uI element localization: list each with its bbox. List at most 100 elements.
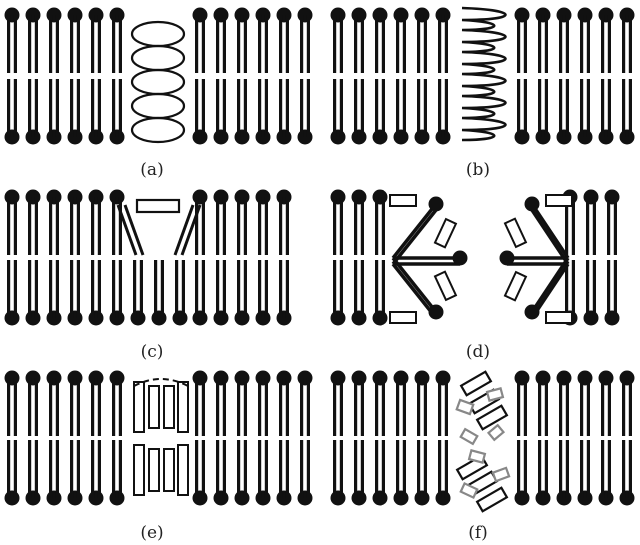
lipid-head — [192, 189, 208, 205]
lipid-tail — [97, 260, 101, 318]
helix-turn — [130, 116, 186, 144]
lipid-tail — [417, 79, 421, 137]
barrel-rim — [133, 378, 189, 387]
peptide-rect — [491, 466, 511, 483]
lipid-tail — [333, 197, 337, 255]
lipid-head — [393, 129, 409, 145]
lipid-head — [598, 129, 614, 145]
lipid-tail — [76, 378, 80, 436]
lipid-tail — [417, 378, 421, 436]
lipid-tail — [628, 79, 632, 137]
lipid-tail — [517, 378, 521, 436]
lipid — [514, 370, 530, 506]
lipid-tail — [201, 378, 205, 436]
lipid-head — [276, 370, 292, 386]
lipid — [351, 189, 367, 326]
lipid-head — [524, 304, 540, 320]
lipid-tail — [279, 79, 283, 137]
lipid-tail — [201, 440, 205, 498]
lipid-tail — [195, 378, 199, 436]
lipid-head — [151, 310, 167, 326]
tilted-lipid — [123, 204, 145, 256]
lipid-head — [192, 129, 208, 145]
lipid-tail — [402, 79, 406, 137]
toroid-lipid — [530, 257, 570, 313]
lipid-tail — [285, 260, 289, 318]
lipid-head — [255, 370, 271, 386]
peptide-rect — [433, 217, 458, 249]
lipid-tail — [523, 440, 527, 498]
lipid — [67, 370, 83, 506]
lipid-head — [25, 7, 41, 23]
lipid-tail — [34, 79, 38, 137]
lipid-tail — [49, 15, 53, 73]
lipid-head — [428, 304, 444, 320]
lipid-tail — [402, 440, 406, 498]
lipid-tail — [306, 440, 310, 498]
lipid-tail — [279, 378, 283, 436]
lipid-tail — [607, 260, 611, 318]
lipid-tail — [559, 378, 563, 436]
lipid-tail — [112, 15, 116, 73]
lipid-head — [393, 490, 409, 506]
lipid-head — [109, 129, 125, 145]
lipid-tail — [517, 79, 521, 137]
lipid-tail — [538, 440, 542, 498]
peptide-rect — [389, 311, 417, 324]
lipid — [351, 370, 367, 506]
peptide-rect — [485, 386, 505, 403]
peptide-rect — [459, 482, 479, 499]
lipid-tail — [586, 260, 590, 318]
lipid-head — [234, 370, 250, 386]
peptide-rect — [459, 370, 493, 397]
lipid — [255, 370, 271, 506]
lipid-head — [276, 7, 292, 23]
lipid-tail — [622, 440, 626, 498]
lipid-head — [330, 7, 346, 23]
lipid-head — [213, 490, 229, 506]
lipid-tail — [222, 440, 226, 498]
lipid-head — [414, 7, 430, 23]
lipid-head — [535, 129, 551, 145]
lipid — [393, 7, 409, 145]
lipid — [577, 370, 593, 506]
peptide-rect — [459, 427, 479, 446]
lipid-tail — [76, 79, 80, 137]
lipid — [25, 370, 41, 506]
lipid-head — [619, 7, 635, 23]
lipid-head — [514, 129, 530, 145]
tilted-lipid — [173, 204, 195, 256]
lipid-tail — [264, 197, 268, 255]
lipid-head — [109, 310, 125, 326]
lipid-tail — [258, 79, 262, 137]
lipid-tail — [333, 79, 337, 137]
lipid-head — [234, 7, 250, 23]
lipid-head — [535, 7, 551, 23]
lipid-tail — [444, 15, 448, 73]
lipid-head — [414, 490, 430, 506]
lipid-head — [514, 370, 530, 386]
lipid-head — [598, 370, 614, 386]
lipid-tail — [222, 197, 226, 255]
lipid-tail — [354, 440, 358, 498]
lipid-tail — [339, 440, 343, 498]
lipid — [372, 370, 388, 506]
lipid — [88, 7, 104, 145]
lipid-head — [524, 196, 540, 212]
lipid — [330, 370, 346, 506]
lipid-tail — [565, 378, 569, 436]
lipid-tail — [28, 440, 32, 498]
lipid-tail — [243, 440, 247, 498]
lipid-tail — [70, 440, 74, 498]
lipid-tail — [55, 197, 59, 255]
lipid-head — [276, 129, 292, 145]
lipid-head — [604, 189, 620, 205]
lipid-tail — [195, 260, 199, 318]
lipid — [88, 189, 104, 326]
lipid-tail — [237, 15, 241, 73]
peptide-rect — [475, 404, 509, 431]
lipid-tail — [55, 378, 59, 436]
lipid-head — [435, 129, 451, 145]
peptide-rect — [135, 198, 181, 214]
